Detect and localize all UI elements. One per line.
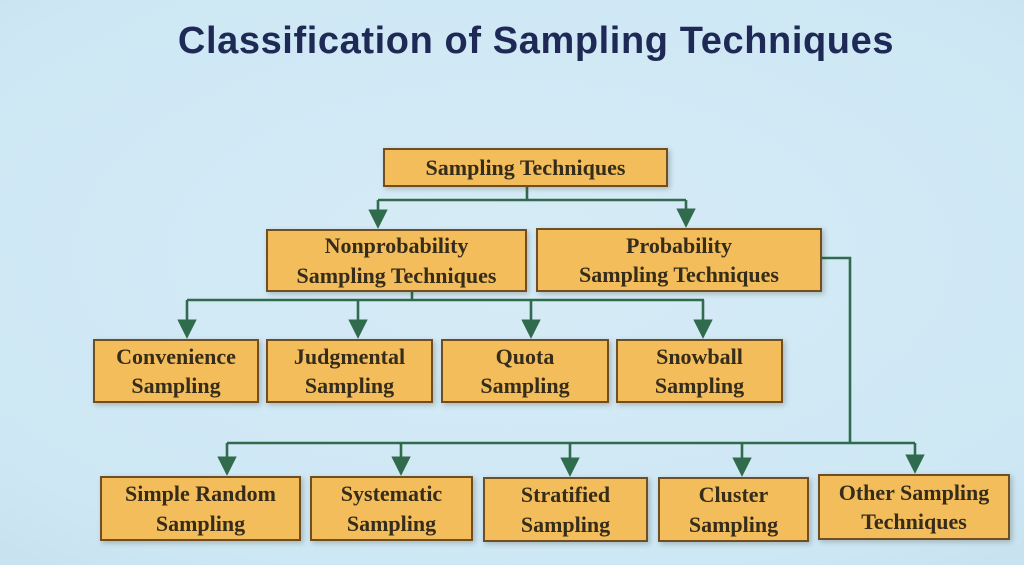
node-stratified-sampling: Stratified Sampling [483, 477, 648, 542]
diagram-title: Classification of Sampling Techniques [177, 20, 895, 62]
node-nonprobability-sampling: Nonprobability Sampling Techniques [266, 229, 527, 292]
node-cluster-sampling: Cluster Sampling [658, 477, 809, 542]
node-systematic-sampling: Systematic Sampling [310, 476, 473, 541]
edge-nonprobability-bus [187, 292, 704, 302]
node-judgmental-sampling: Judgmental Sampling [266, 339, 433, 403]
node-quota-sampling: Quota Sampling [441, 339, 609, 403]
node-convenience-sampling: Convenience Sampling [93, 339, 259, 403]
node-sampling-techniques: Sampling Techniques [383, 148, 668, 187]
node-other-sampling-techniques: Other Sampling Techniques [818, 474, 1010, 540]
node-snowball-sampling: Snowball Sampling [616, 339, 783, 403]
node-simple-random-sampling: Simple Random Sampling [100, 476, 301, 541]
edge-root-bus [378, 187, 686, 202]
node-probability-sampling: Probability Sampling Techniques [536, 228, 822, 292]
